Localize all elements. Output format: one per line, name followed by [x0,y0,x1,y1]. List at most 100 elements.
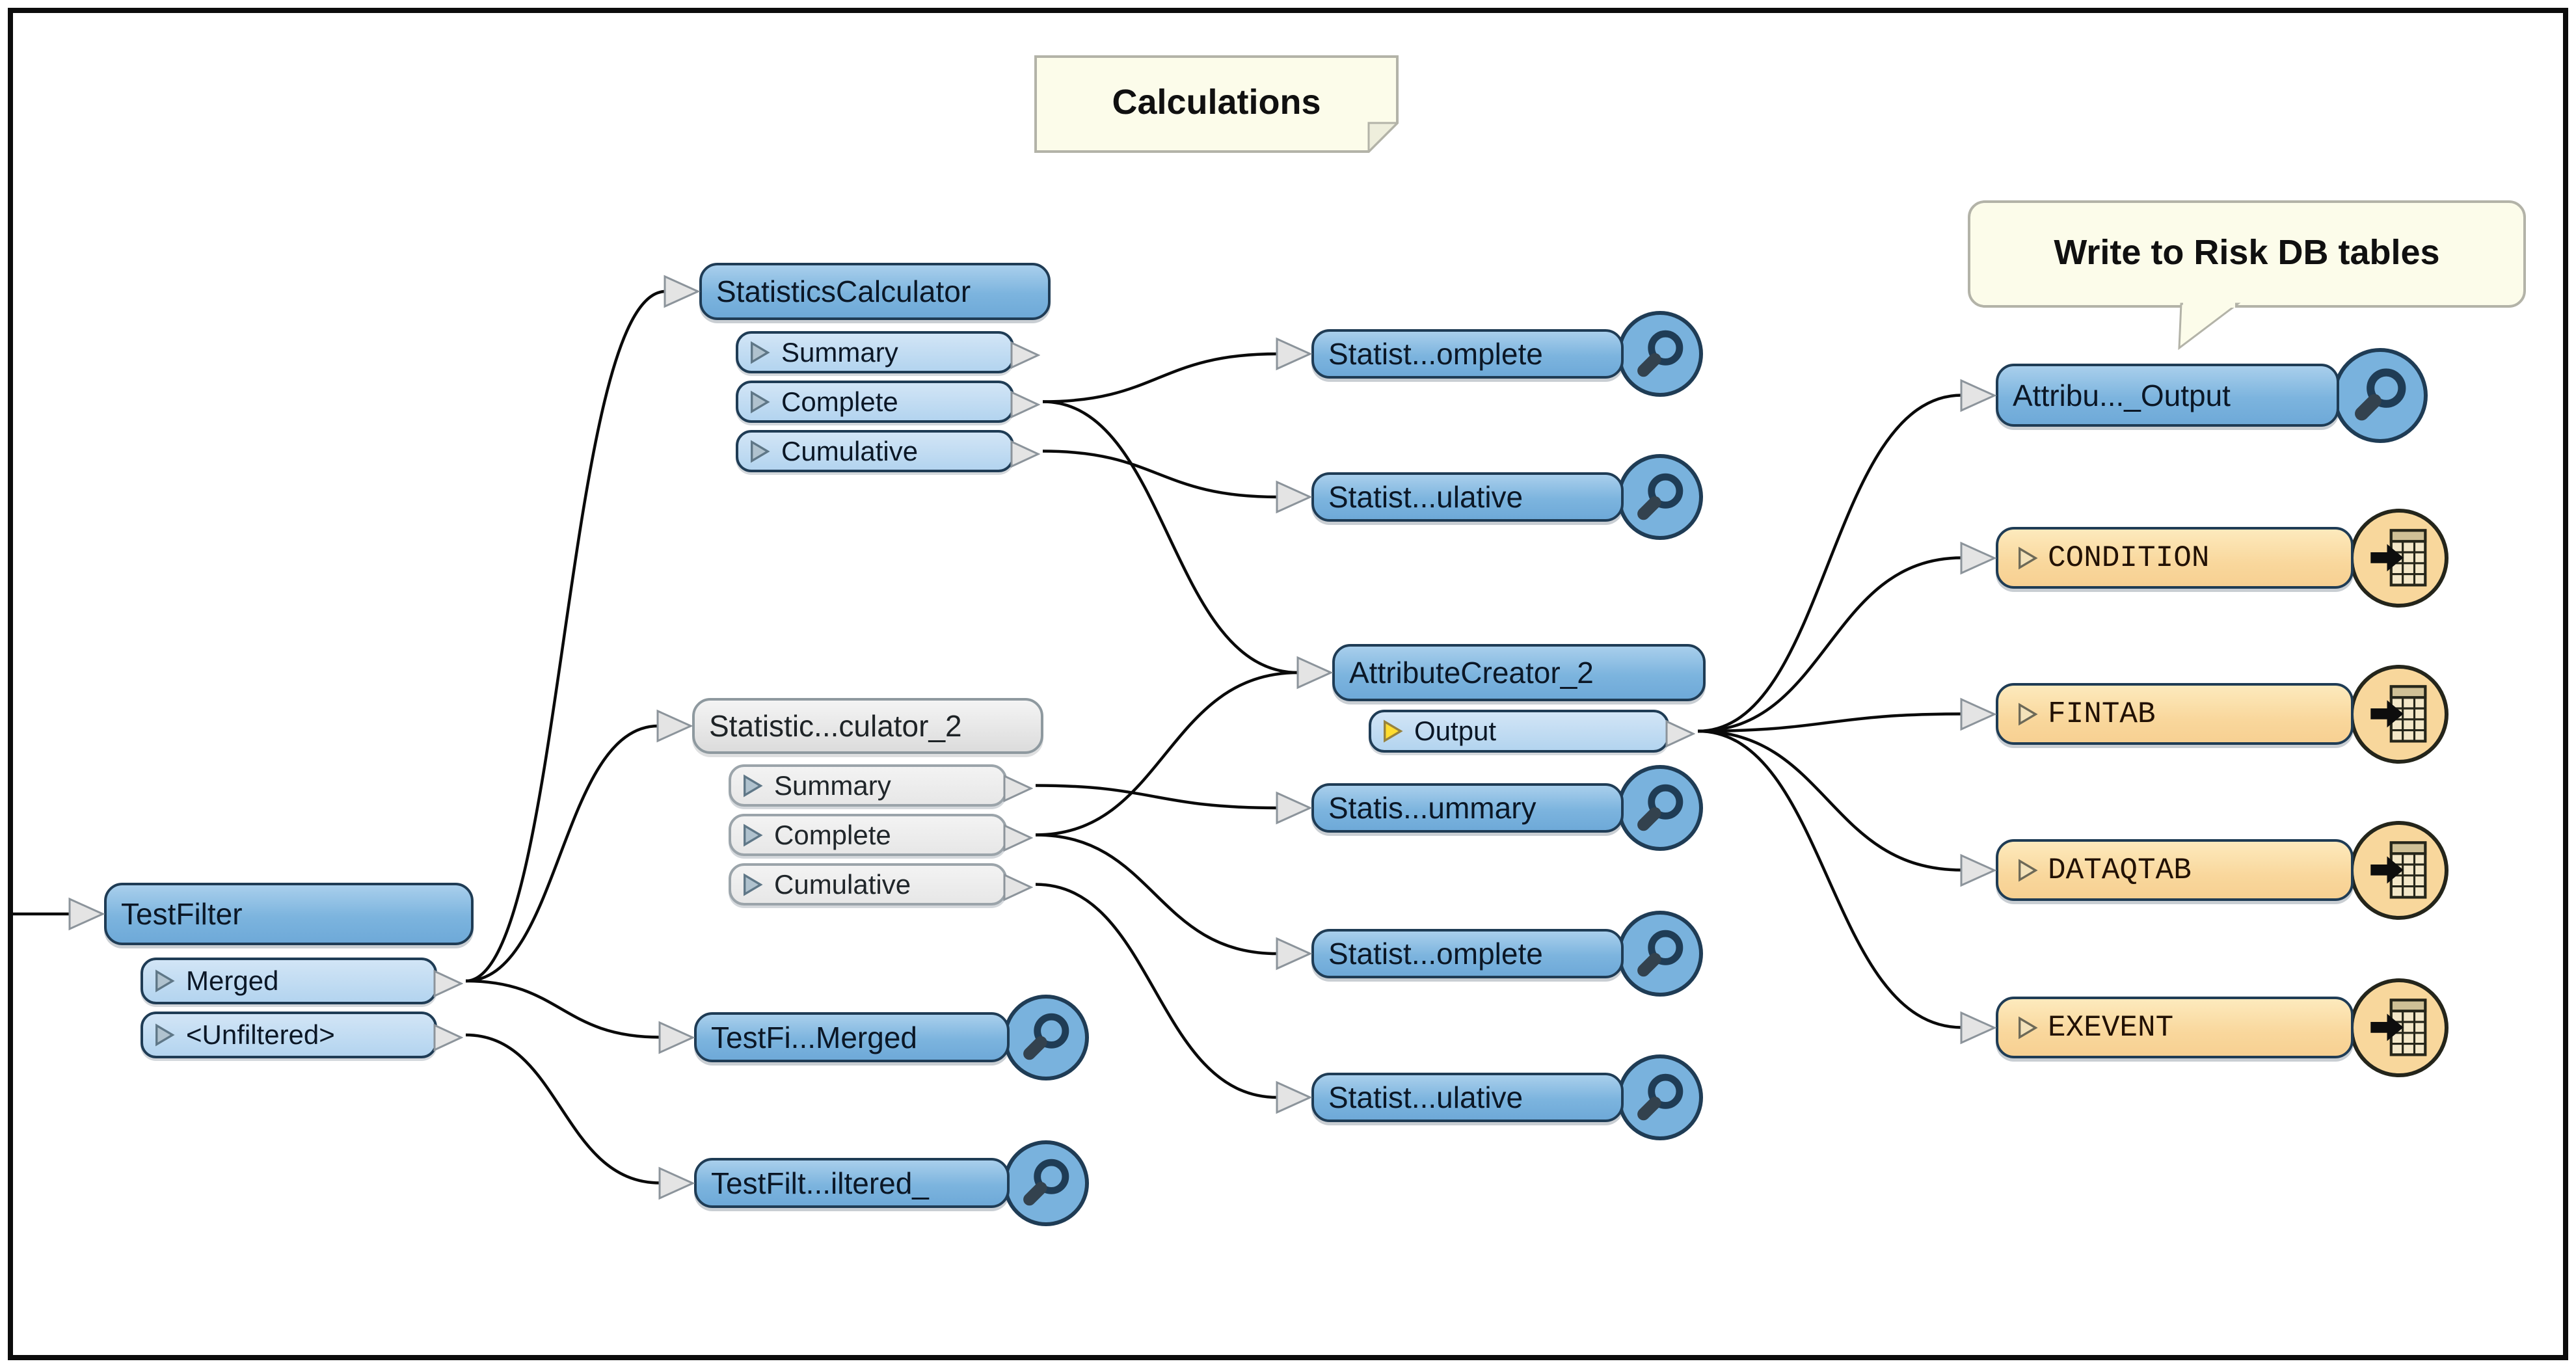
annotation-calculations[interactable]: Calculations [1034,55,1400,154]
inspector-badge[interactable] [1617,311,1703,397]
node-header-writer-condition[interactable]: CONDITION [1996,527,2354,589]
node-header-insp-testfi-merged[interactable]: TestFi...Merged [694,1012,1010,1062]
input-port-arrow-icon[interactable] [663,275,701,308]
input-port-arrow-icon[interactable] [1296,656,1334,690]
port-cumulative[interactable]: Cumulative [736,430,1014,472]
node-insp-attribu-output[interactable]: Attribu..._Output [1996,347,2428,443]
node-insp-testfilt-iltered[interactable]: TestFilt...iltered_ [694,1140,1089,1226]
port-cumulative[interactable]: Cumulative [729,863,1007,905]
connection-line[interactable] [1697,712,1963,733]
input-port-arrow-icon[interactable] [1959,853,1997,887]
node-insp-statist-complete-top[interactable]: Statist...omplete [1311,311,1703,397]
output-port-arrow-icon[interactable] [433,1024,463,1051]
connection-line[interactable] [1035,883,1278,1099]
port-summary[interactable]: Summary [736,331,1014,373]
output-port-arrow-icon[interactable] [1010,342,1040,369]
input-port-arrow-icon[interactable] [68,897,105,931]
connection-line[interactable] [1042,449,1278,499]
output-port-arrow-icon[interactable] [1003,775,1033,802]
inspector-badge[interactable] [1617,765,1703,851]
connection-line[interactable] [465,289,666,983]
node-header-writer-dataqtab[interactable]: DATAQTAB [1996,839,2354,901]
node-insp-statis-ummary[interactable]: Statis...ummary [1311,765,1703,851]
table-writer-badge[interactable] [2350,978,2449,1077]
output-port-arrow-icon[interactable] [1010,391,1040,418]
connection-line[interactable] [1697,556,1963,733]
connection-line[interactable] [1035,671,1299,837]
input-port-arrow-icon[interactable] [1275,480,1313,514]
port-merged[interactable]: Merged [141,958,437,1004]
port-direction-icon [742,823,764,848]
node-header-insp-statist-ulative-bottom[interactable]: Statist...ulative [1311,1073,1624,1122]
node-header-insp-statis-ummary[interactable]: Statis...ummary [1311,783,1624,833]
node-header-test-filter[interactable]: TestFilter [104,883,474,945]
connection-line[interactable] [465,979,661,1039]
connection-line[interactable] [465,1033,661,1185]
input-port-arrow-icon[interactable] [1275,937,1313,971]
inspector-badge[interactable] [1003,994,1089,1080]
node-insp-testfi-merged[interactable]: TestFi...Merged [694,994,1089,1080]
input-port-arrow-icon[interactable] [658,1021,695,1054]
port-label: Complete [781,386,898,417]
input-port-arrow-icon[interactable] [1959,379,1997,412]
node-header-insp-statist-complete-top[interactable]: Statist...omplete [1311,329,1624,379]
connection-line[interactable] [1035,833,1278,956]
node-writer-dataqtab[interactable]: DATAQTAB [1996,820,2449,920]
connection-line[interactable] [1035,784,1278,810]
port-summary[interactable]: Summary [729,764,1007,807]
node-header-writer-exevent[interactable]: EXEVENT [1996,997,2354,1058]
connection-line[interactable] [1697,394,1963,733]
inspector-badge[interactable] [1617,1054,1703,1140]
port-label: Complete [774,819,891,850]
annotation-write-db[interactable]: Write to Risk DB tables [1968,200,2526,353]
input-port-arrow-icon[interactable] [1959,697,1997,731]
connection-line[interactable] [1042,352,1278,403]
node-header-insp-statist-ulative-top[interactable]: Statist...ulative [1311,472,1624,522]
inspector-badge[interactable] [1003,1140,1089,1226]
output-port-arrow-icon[interactable] [1665,720,1695,747]
node-header-statistics-calculator[interactable]: StatisticsCalculator [699,263,1051,320]
output-port-arrow-icon[interactable] [433,970,463,997]
output-port-arrow-icon[interactable] [1003,874,1033,901]
node-header-insp-attribu-output[interactable]: Attribu..._Output [1996,364,2339,427]
input-port-arrow-icon[interactable] [1275,791,1313,825]
output-port-arrow-icon[interactable] [1010,440,1040,468]
node-header-writer-fintab[interactable]: FINTAB [1996,683,2354,745]
node-header-insp-testfilt-iltered[interactable]: TestFilt...iltered_ [694,1158,1010,1208]
node-header-insp-statist-omplete-bottom[interactable]: Statist...omplete [1311,929,1624,978]
input-port-arrow-icon[interactable] [658,1166,695,1200]
inspector-badge[interactable] [1617,454,1703,540]
inspector-badge[interactable] [2333,347,2428,443]
connection-line[interactable] [1042,400,1299,675]
input-port-arrow-icon[interactable] [1275,337,1313,371]
table-writer-badge[interactable] [2350,820,2449,920]
node-insp-statist-ulative-top[interactable]: Statist...ulative [1311,454,1703,540]
node-header-statistics-calculator-2[interactable]: Statistic...culator_2 [692,698,1043,754]
node-header-attribute-creator-2[interactable]: AttributeCreator_2 [1332,644,1706,701]
output-port-arrow-icon[interactable] [1003,824,1033,852]
input-port-arrow-icon[interactable] [656,709,693,743]
node-insp-statist-omplete-bottom[interactable]: Statist...omplete [1311,911,1703,997]
node-writer-fintab[interactable]: FINTAB [1996,664,2449,764]
input-port-arrow-icon[interactable] [1275,1080,1313,1114]
table-writer-badge[interactable] [2350,664,2449,764]
port-output[interactable]: Output [1369,710,1669,753]
connection-line[interactable] [1697,729,1963,872]
input-port-arrow-icon[interactable] [1959,1011,1997,1045]
table-writer-badge[interactable] [2350,508,2449,608]
connection-line[interactable] [465,724,659,983]
inspector-badge[interactable] [1617,911,1703,997]
port-complete[interactable]: Complete [729,814,1007,856]
node-writer-condition[interactable]: CONDITION [1996,508,2449,608]
input-port-arrow-icon[interactable] [1959,541,1997,575]
port-complete[interactable]: Complete [736,381,1014,423]
connection-line[interactable] [1697,729,1963,1029]
node-insp-statist-ulative-bottom[interactable]: Statist...ulative [1311,1054,1703,1140]
port-unfiltered[interactable]: <Unfiltered> [141,1012,437,1058]
node-writer-exevent[interactable]: EXEVENT [1996,978,2449,1077]
